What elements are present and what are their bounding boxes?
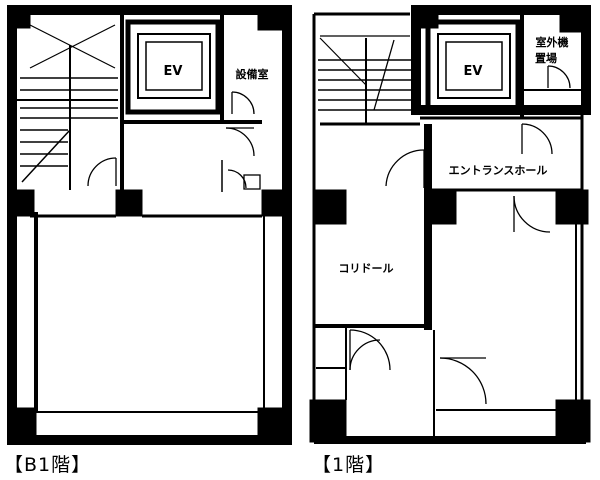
f1-pillar xyxy=(559,5,591,33)
b1-pillar xyxy=(7,189,35,217)
b1-electric-room-label: 設備室 xyxy=(236,67,269,81)
f1-floor-label: 【1階】 xyxy=(312,454,386,476)
f1-corridor-label: コリドール xyxy=(339,262,394,275)
b1-pillar xyxy=(257,407,291,443)
b1-pillar xyxy=(261,189,291,217)
b1-floor-label: 【B1階】 xyxy=(4,454,92,476)
f1-entrance-hall-label: エントランスホール xyxy=(449,164,548,177)
f1-elevator-label: EV xyxy=(464,64,483,79)
b1-pillar xyxy=(257,5,291,31)
f1-pillar xyxy=(309,399,347,443)
b1-outer-wall xyxy=(7,5,292,445)
b1-pillar xyxy=(7,5,31,29)
f1-pillar xyxy=(313,189,347,225)
f1-pillar xyxy=(555,189,589,225)
f1-outdoor-unit-label-line2: 置場 xyxy=(535,51,557,65)
f1-outdoor-unit-label-line1: 室外機 xyxy=(536,35,569,49)
b1-elevator-label: EV xyxy=(164,64,183,79)
f1-floor-plan xyxy=(309,5,591,444)
b1-floor-plan xyxy=(7,5,292,445)
b1-pillar xyxy=(115,189,143,217)
b1-pillar xyxy=(7,407,37,443)
f1-pillar xyxy=(555,399,591,443)
